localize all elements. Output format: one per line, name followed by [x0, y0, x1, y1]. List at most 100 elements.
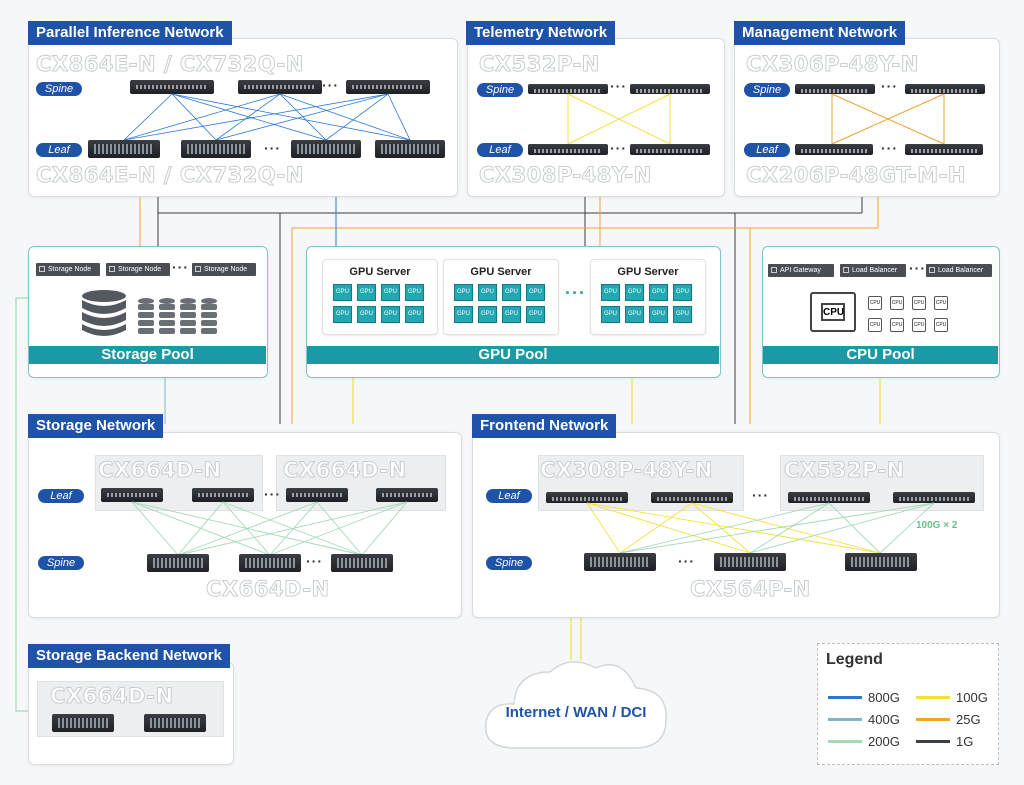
frontend-link-note: 100G × 2 [916, 520, 958, 531]
telemetry-spine-pill: Spine [477, 83, 523, 97]
frontend-leaf-pill: Leaf [486, 489, 532, 503]
frontend-leaf-model-a: CX308P-48Y-N [540, 458, 713, 483]
storage-node: Storage Node [106, 263, 170, 276]
load-balancer-node: Load Balancer [840, 264, 906, 277]
frontend-leaf-switch [788, 492, 870, 503]
frontend-spine-model: CX564P-N [690, 577, 811, 602]
telemetry-leaf-pill: Leaf [477, 143, 523, 157]
frontend-network-title: Frontend Network [472, 414, 617, 438]
telemetry-leaf-ellipsis: ··· [610, 140, 627, 156]
frontend-leaf-switch [546, 492, 628, 503]
storage-leaf-switch [376, 488, 438, 502]
gpu-server-label: GPU Server [470, 266, 532, 278]
frontend-leaf-model-b: CX532P-N [784, 458, 905, 483]
cpu-chip: CPU [868, 318, 882, 332]
management-spine-model: CX306P-48Y-N [746, 52, 919, 77]
api-gateway-node: API Gateway [768, 264, 834, 277]
legend-label: 25G [956, 712, 981, 727]
storage-node: Storage Node [36, 263, 100, 276]
frontend-spine-switch [584, 553, 656, 571]
gpu-chip: GPU [357, 306, 376, 323]
parallel-spine-ellipsis: ··· [322, 77, 339, 93]
storage-leaf-switch [286, 488, 348, 502]
gpu-server-label: GPU Server [617, 266, 679, 278]
storage-small-database-icons [138, 298, 217, 334]
storage-leaf-model-a: CX664D-N [98, 458, 222, 483]
gpu-chip: GPU [333, 306, 352, 323]
storage-spine-switch [331, 554, 393, 572]
storage-backend-network-title: Storage Backend Network [28, 644, 230, 668]
parallel-leaf-switch [88, 140, 160, 158]
gpu-chip: GPU [381, 306, 400, 323]
gpu-chip: GPU [649, 306, 668, 323]
load-balancer-node: Load Balancer [926, 264, 992, 277]
management-leaf-switch [795, 144, 873, 155]
management-spine-switch [905, 84, 985, 94]
cpu-chip: CPU [890, 296, 904, 310]
gpu-pool-label: GPU Pool [307, 346, 719, 364]
telemetry-spine-ellipsis: ··· [610, 78, 627, 94]
legend-label: 1G [956, 734, 974, 749]
legend-title: Legend [826, 651, 883, 668]
management-spine-ellipsis: ··· [881, 78, 898, 94]
frontend-spine-switch [714, 553, 786, 571]
gpu-chip: GPU [601, 306, 620, 323]
parallel-spine-model: CX864E-N / CX732Q-N [36, 52, 304, 77]
legend-swatch [916, 696, 950, 699]
gpu-chip: GPU [673, 284, 692, 301]
management-spine-switch [795, 84, 875, 94]
storage-leaf-switch [101, 488, 163, 502]
storage-backend-model: CX664D-N [50, 684, 174, 709]
cpu-big-icon-label: CPU [821, 303, 845, 321]
storage-leaf-ellipsis: ··· [264, 486, 281, 502]
cpu-big-icon: CPU [810, 292, 856, 332]
legend-swatch [828, 740, 862, 743]
telemetry-spine-model: CX532P-N [479, 52, 600, 77]
cpu-chip: CPU [934, 318, 948, 332]
telemetry-leaf-model: CX308P-48Y-N [479, 163, 652, 188]
storage-leaf-switch [192, 488, 254, 502]
management-network-title: Management Network [734, 21, 906, 45]
cpu-chip: CPU [890, 318, 904, 332]
storage-spine-ellipsis: ··· [306, 553, 323, 569]
parallel-spine-pill: Spine [36, 82, 82, 96]
parallel-leaf-model: CX864E-N / CX732Q-N [36, 163, 304, 188]
storage-node-ellipsis: ··· [172, 259, 189, 275]
telemetry-spine-switch [630, 84, 710, 94]
gpu-chip: GPU [502, 306, 521, 323]
storage-spine-pill: Spine [38, 556, 84, 570]
storage-pool-label: Storage Pool [29, 346, 266, 364]
gpu-chip: GPU [405, 284, 424, 301]
gpu-chip: GPU [454, 306, 473, 323]
storage-database-icon [82, 290, 126, 336]
storage-backend-switch [144, 714, 206, 732]
gpu-server-ellipsis: ··· [565, 283, 586, 303]
telemetry-spine-switch [528, 84, 608, 94]
gpu-chip: GPU [381, 284, 400, 301]
legend-swatch [828, 718, 862, 721]
parallel-spine-switch [346, 80, 430, 94]
storage-leaf-model-b: CX664D-N [283, 458, 407, 483]
legend-swatch [916, 718, 950, 721]
cloud-icon [484, 661, 667, 749]
legend-label: 800G [868, 690, 900, 705]
management-leaf-pill: Leaf [744, 143, 790, 157]
frontend-spine-pill: Spine [486, 556, 532, 570]
legend-swatch [916, 740, 950, 743]
storage-leaf-pill: Leaf [38, 489, 84, 503]
frontend-leaf-ellipsis: ··· [752, 487, 769, 503]
telemetry-leaf-switch [528, 144, 608, 155]
cpu-chip: CPU [912, 318, 926, 332]
cpu-pool-label: CPU Pool [763, 346, 998, 364]
management-leaf-ellipsis: ··· [881, 140, 898, 156]
cpu-chip: CPU [868, 296, 882, 310]
gpu-chip: GPU [649, 284, 668, 301]
legend-swatch [828, 696, 862, 699]
legend-label: 200G [868, 734, 900, 749]
gpu-chip: GPU [625, 284, 644, 301]
parallel-leaf-switch [375, 140, 445, 158]
